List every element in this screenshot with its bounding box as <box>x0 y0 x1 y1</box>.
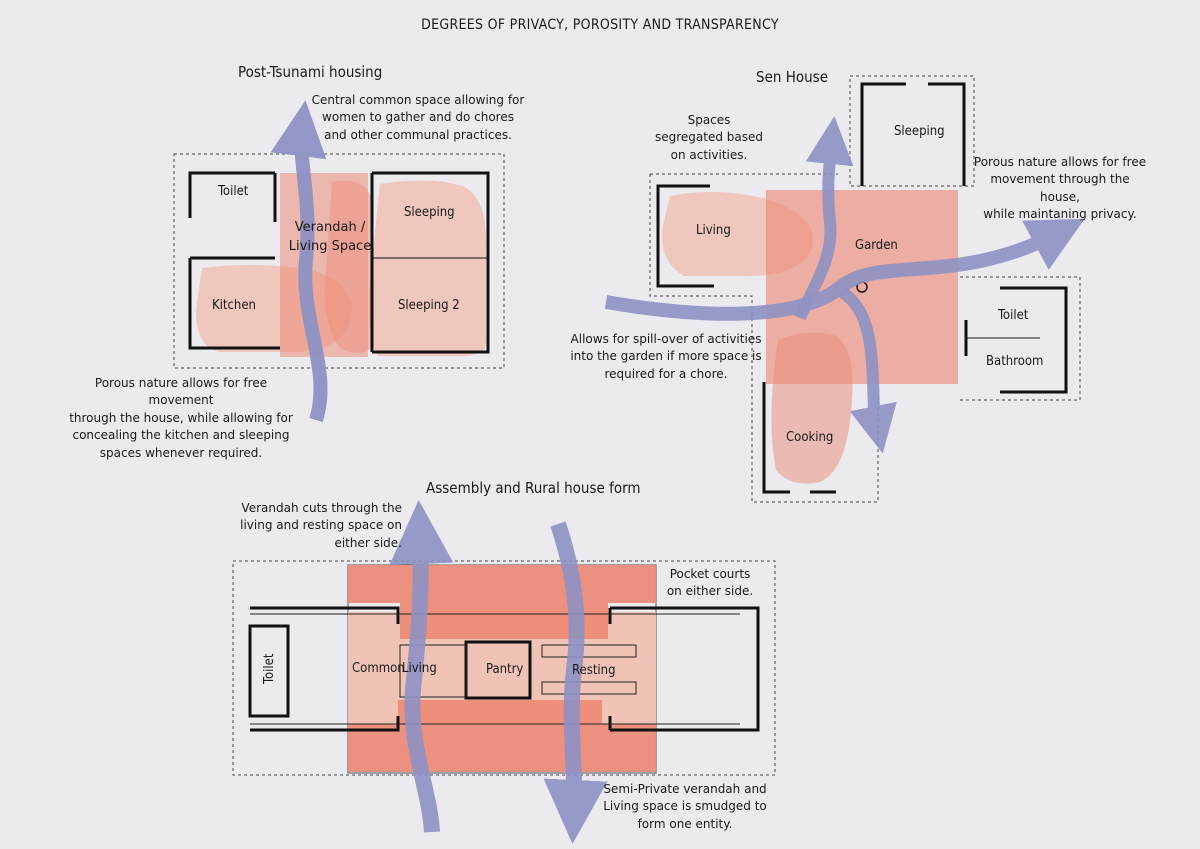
room-garden: Garden <box>855 238 898 253</box>
court-bottom-band <box>348 724 656 772</box>
note-porous-movement: Porous nature allows for free movement t… <box>69 376 293 460</box>
note-spill-over: Allows for spill-over of activities into… <box>570 332 762 381</box>
sen-house-plan <box>604 75 1085 503</box>
flow-arrow-down <box>838 286 897 454</box>
room-living: Living <box>402 661 437 676</box>
room-toilet: Toilet <box>262 653 278 684</box>
sleeping-enclosure <box>849 75 975 187</box>
note-central-common-space: Central common space allowing for women … <box>311 93 525 142</box>
room-bathroom: Bathroom <box>986 354 1044 369</box>
sen-house-walls <box>656 82 1068 494</box>
sen-house-heading: Sen House <box>756 68 829 86</box>
room-cooking: Cooking <box>786 430 834 445</box>
flow-arrow <box>270 100 328 423</box>
room-pantry: Pantry <box>486 662 524 677</box>
post-tsunami-heading: Post-Tsunami housing <box>238 63 383 81</box>
flow-arrow-left <box>389 500 454 833</box>
toilet-enclosure <box>960 276 1081 401</box>
assembly-thin-lines <box>250 613 740 725</box>
note-verandah-cuts: Verandah cuts through the living and res… <box>240 501 402 550</box>
note-spaces-segregated: Spaces segregated based on activities. <box>654 113 764 162</box>
room-sleeping-2: Sleeping 2 <box>398 298 460 313</box>
room-toilet: Toilet <box>218 184 249 199</box>
flow-arrow-main <box>604 218 1085 321</box>
post-tsunami-walls <box>188 171 490 354</box>
note-porous-privacy: Porous nature allows for free movement t… <box>973 155 1147 222</box>
site-boundary <box>173 153 505 369</box>
assembly-plan <box>232 500 776 844</box>
note-semi-private: Semi-Private verandah and Living space i… <box>603 782 767 831</box>
room-verandah-living: Verandah / Living Space <box>288 220 372 254</box>
post-tsunami-plan <box>173 100 505 423</box>
site-boundary <box>232 560 776 776</box>
room-sleeping: Sleeping <box>894 124 945 139</box>
page-title: DEGREES OF PRIVACY, POROSITY AND TRANSPA… <box>421 17 779 33</box>
note-pocket-courts: Pocket courts on either side. <box>666 567 754 599</box>
sleeping-zone <box>369 180 487 356</box>
garden-zone <box>766 190 958 384</box>
living-enclosure <box>649 173 879 503</box>
court-top-band <box>348 565 656 603</box>
room-living: Living <box>696 223 731 238</box>
room-resting: Resting <box>572 663 616 678</box>
assembly-heading: Assembly and Rural house form <box>426 479 641 497</box>
room-kitchen: Kitchen <box>212 298 256 313</box>
flow-arrow-right <box>543 521 608 844</box>
room-common: Common <box>352 661 405 676</box>
flow-arrow-up <box>794 116 854 321</box>
assembly-walls <box>248 606 760 732</box>
room-toilet: Toilet <box>998 308 1029 323</box>
verandah-living-zone <box>280 173 368 357</box>
room-sleeping: Sleeping <box>404 205 455 220</box>
